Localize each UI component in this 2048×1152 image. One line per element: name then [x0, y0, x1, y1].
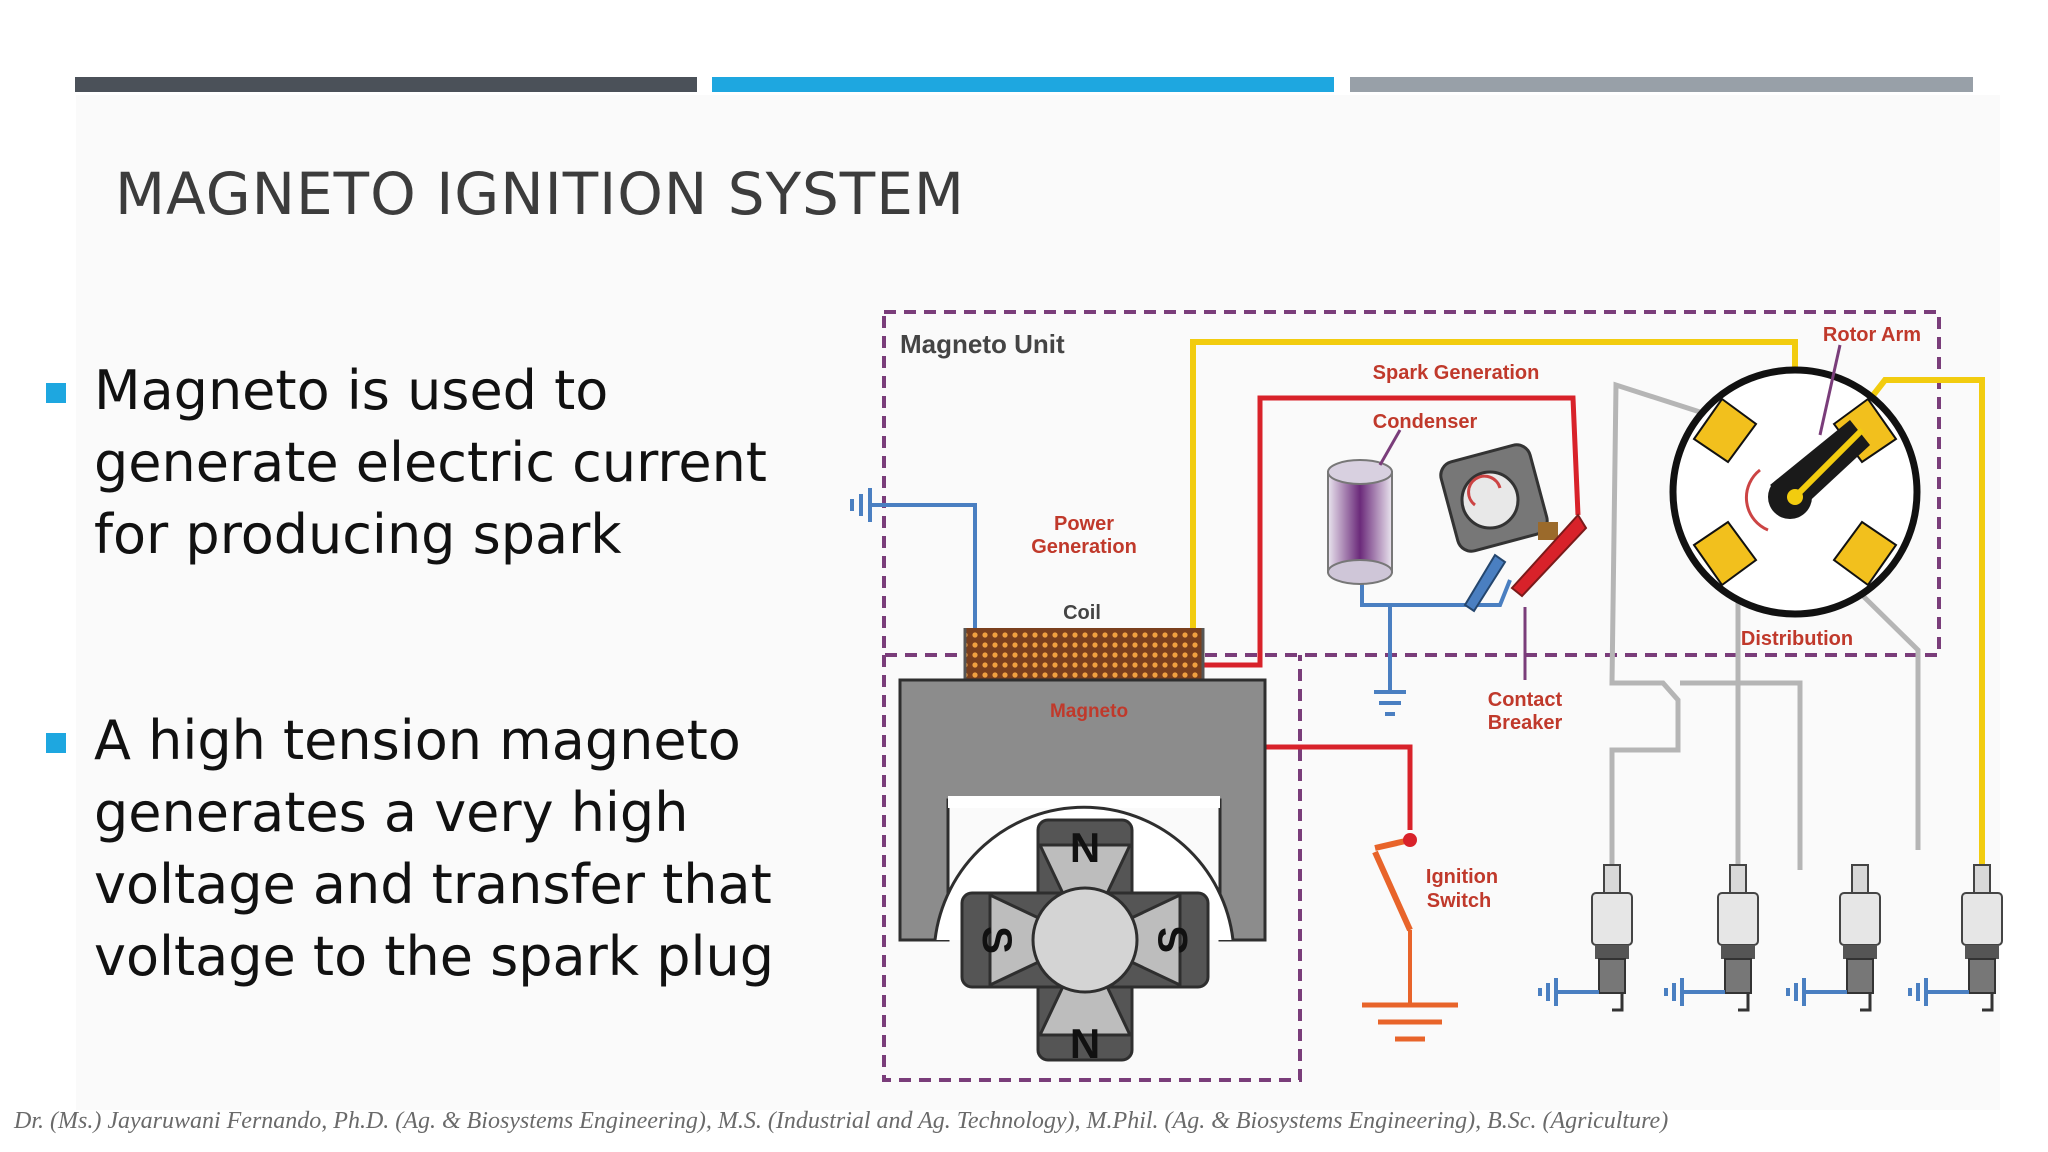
bullet-line: for producing spark — [94, 503, 622, 566]
footer-credit: Dr. (Ms.) Jayaruwani Fernando, Ph.D. (Ag… — [14, 1108, 1669, 1134]
magneto-body — [898, 678, 1267, 1062]
diagram-labels: Magneto Unit Spark Generation Rotor Arm … — [900, 324, 1921, 1067]
accent-bar-blue — [712, 77, 1334, 92]
bullet-line: voltage and transfer that — [94, 853, 772, 916]
boundary-lines — [882, 310, 1941, 1082]
label-coil: Coil — [1063, 602, 1101, 624]
square-bullet-icon — [46, 733, 66, 753]
bullet-line: voltage to the spark plug — [94, 925, 775, 988]
magneto-ignition-diagram: Magneto Unit Spark Generation Rotor Arm … — [840, 295, 2040, 1095]
label-switch: Switch — [1427, 890, 1491, 912]
pole-label-s-right: S — [1149, 926, 1196, 954]
bullet-text: Magneto is used to generate electric cur… — [94, 355, 800, 571]
pole-label-s-left: S — [974, 926, 1021, 954]
rotor-arm-icon — [1768, 420, 1870, 519]
diagram-svg: Magneto Unit Spark Generation Rotor Arm … — [850, 310, 2003, 1082]
label-contact: Contact — [1488, 689, 1563, 711]
pole-label-n-bottom: N — [1070, 1020, 1100, 1067]
distributor-contact — [1692, 520, 1758, 587]
accent-bar-gray — [1350, 77, 1973, 92]
bullet-text: A high tension magneto generates a very … — [94, 705, 800, 993]
ground-symbol-icon — [850, 488, 1406, 716]
primary-wire — [1195, 395, 1581, 830]
label-rotor-arm: Rotor Arm — [1823, 324, 1921, 346]
square-bullet-icon — [46, 383, 66, 403]
coil-top-winding — [965, 628, 1203, 680]
bullet-line: Magneto is used to — [94, 359, 609, 422]
accent-bar-dark — [75, 77, 697, 92]
contact-breaker-icon — [1439, 443, 1588, 680]
condenser-icon — [1327, 429, 1402, 585]
magneto-unit-boundary — [882, 310, 1941, 657]
label-condenser: Condenser — [1373, 411, 1478, 433]
bullet-line: A high tension magneto — [94, 709, 741, 772]
rotating-magnet — [960, 818, 1210, 1062]
bullet-list: Magneto is used to generate electric cur… — [40, 355, 800, 1127]
bullet-line: generate electric current — [94, 431, 767, 494]
spark-plug-icon — [1538, 864, 1633, 1012]
distributor — [1669, 344, 1921, 618]
ignition-switch-icon — [1362, 833, 1458, 1042]
bullet-item: A high tension magneto generates a very … — [40, 705, 800, 993]
bullet-line: generates a very high — [94, 781, 689, 844]
bullet-item: Magneto is used to generate electric cur… — [40, 355, 800, 571]
pole-label-n-top: N — [1070, 824, 1100, 871]
distributor-contact — [1692, 397, 1758, 464]
label-magneto-unit: Magneto Unit — [900, 329, 1065, 359]
label-distribution: Distribution — [1741, 628, 1853, 650]
label-power: Power — [1054, 513, 1114, 535]
label-ignition: Ignition — [1426, 866, 1498, 888]
slide-title: MAGNETO IGNITION SYSTEM — [115, 160, 965, 228]
spark-plug-icon — [1786, 864, 1881, 1012]
distributor-contact — [1832, 520, 1898, 587]
label-breaker: Breaker — [1488, 712, 1563, 734]
label-magneto: Magneto — [1050, 701, 1128, 722]
spark-plug-icon — [1908, 864, 2003, 1012]
label-generation: Generation — [1031, 536, 1137, 558]
plug-leads — [1609, 381, 1921, 870]
spark-plugs — [1538, 864, 2003, 1012]
spark-plug-icon — [1664, 864, 1759, 1012]
label-spark-generation: Spark Generation — [1373, 362, 1540, 384]
